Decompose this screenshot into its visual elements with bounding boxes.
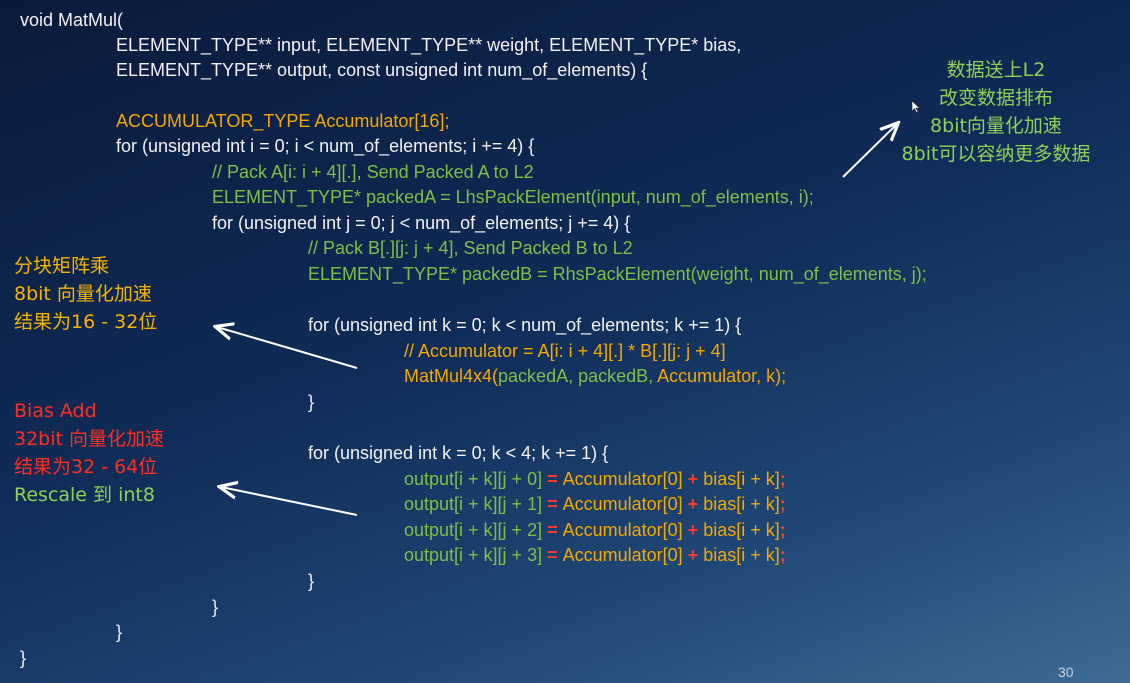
code-line: MatMul4x4(packedA, packedB, Accumulator,… <box>404 364 786 388</box>
arrow-to-bias-note <box>221 487 358 516</box>
annotation-line: 32bit 向量化加速 <box>14 428 165 450</box>
page-number: 30 <box>1058 664 1074 680</box>
code-line: for (unsigned int i = 0; i < num_of_elem… <box>116 134 534 158</box>
code-token: ; <box>779 494 786 514</box>
arrow-to-top-right-note <box>842 124 897 178</box>
code-token: output[i + k][j + 0] <box>404 469 548 489</box>
code-token: = <box>547 520 563 540</box>
code-token: for (unsigned int i = 0; i < num_of_elem… <box>116 136 535 156</box>
code-token: // Pack B[.][j: j + 4], Send Packed B to… <box>308 238 633 258</box>
code-token: } <box>20 648 27 668</box>
code-token: ELEMENT_TYPE* packedB = RhsPackElement(w… <box>308 264 927 284</box>
code-token: for (unsigned int k = 0; k < 4; k += 1) … <box>308 443 609 463</box>
annotation-line: 8bit向量化加速 <box>930 115 1062 137</box>
arrow-to-matmul-note <box>217 327 358 369</box>
code-token: for (unsigned int j = 0; j < num_of_elem… <box>212 213 631 233</box>
annotation-l2-packing: 数据送上L2 改变数据排布 8bit向量化加速 8bit可以容纳更多数据 <box>878 56 1114 168</box>
code-token: Accumulator[0] <box>562 520 688 540</box>
code-token: } <box>212 597 219 617</box>
code-line: // Pack A[i: i + 4][.], Send Packed A to… <box>212 160 534 184</box>
code-token: bias[i + k] <box>703 469 780 489</box>
code-token: + <box>687 520 704 540</box>
code-line: ELEMENT_TYPE* packedA = LhsPackElement(i… <box>212 185 814 209</box>
annotation-line: 数据送上L2 <box>946 59 1046 81</box>
code-token: Accumulator[0] <box>562 494 688 514</box>
code-token: Accumulator, k); <box>657 366 787 386</box>
code-token: output[i + k][j + 2] <box>404 520 548 540</box>
code-line: } <box>308 569 314 593</box>
code-token: = <box>547 545 563 565</box>
code-token: ; <box>779 545 786 565</box>
annotation-line: 8bit可以容纳更多数据 <box>901 143 1091 165</box>
annotation-line: 结果为16 - 32位 <box>14 311 158 333</box>
code-line: output[i + k][j + 0] = Accumulator[0] + … <box>404 467 786 491</box>
code-line: void MatMul( <box>20 8 123 32</box>
code-token: ; <box>779 469 786 489</box>
code-token: for (unsigned int k = 0; k < num_of_elem… <box>308 315 742 335</box>
annotation-line: Bias Add <box>14 400 97 422</box>
code-line: // Accumulator = A[i: i + 4][.] * B[.][j… <box>404 339 726 363</box>
code-line: output[i + k][j + 2] = Accumulator[0] + … <box>404 518 786 542</box>
annotation-line: 分块矩阵乘 <box>14 255 110 277</box>
code-token: ACCUMULATOR_TYPE Accumulator[16]; <box>116 111 450 131</box>
code-token: Accumulator[0] <box>562 545 688 565</box>
code-line: } <box>20 646 26 670</box>
code-token: } <box>308 571 315 591</box>
code-token: + <box>687 494 704 514</box>
code-token: bias[i + k] <box>703 520 780 540</box>
code-token: + <box>687 545 704 565</box>
code-token: void MatMul( <box>20 10 124 30</box>
code-line: ELEMENT_TYPE* packedB = RhsPackElement(w… <box>308 262 927 286</box>
code-token: = <box>547 494 563 514</box>
code-token: MatMul4x4( <box>404 366 499 386</box>
code-line: for (unsigned int j = 0; j < num_of_elem… <box>212 211 630 235</box>
code-token: } <box>116 622 123 642</box>
code-line: } <box>116 620 122 644</box>
code-line: } <box>212 595 218 619</box>
code-token: bias[i + k] <box>703 494 780 514</box>
code-line: output[i + k][j + 1] = Accumulator[0] + … <box>404 492 786 516</box>
code-line: for (unsigned int k = 0; k < 4; k += 1) … <box>308 441 608 465</box>
code-token: bias[i + k] <box>703 545 780 565</box>
code-token: ; <box>779 520 786 540</box>
code-token: packedA, packedB, <box>498 366 658 386</box>
annotation-line: 结果为32 - 64位 <box>14 456 158 478</box>
annotation-line: 8bit 向量化加速 <box>14 283 152 305</box>
code-line: ELEMENT_TYPE** input, ELEMENT_TYPE** wei… <box>116 33 741 57</box>
code-line: output[i + k][j + 3] = Accumulator[0] + … <box>404 543 786 567</box>
mouse-cursor-icon <box>912 101 920 113</box>
code-token: ELEMENT_TYPE** input, ELEMENT_TYPE** wei… <box>116 35 742 55</box>
code-token: // Accumulator = A[i: i + 4][.] * B[.][j… <box>404 341 726 361</box>
code-line: ELEMENT_TYPE** output, const unsigned in… <box>116 58 647 82</box>
annotation-line: Rescale 到 int8 <box>14 484 155 506</box>
code-token: ELEMENT_TYPE* packedA = LhsPackElement(i… <box>212 187 814 207</box>
code-line: } <box>308 390 314 414</box>
annotation-block-matmul: 分块矩阵乘 8bit 向量化加速 结果为16 - 32位 <box>14 252 157 336</box>
code-token: output[i + k][j + 1] <box>404 494 548 514</box>
code-line: // Pack B[.][j: j + 4], Send Packed B to… <box>308 236 633 260</box>
code-token: // Pack A[i: i + 4][.], Send Packed A to… <box>212 162 534 182</box>
code-token: + <box>687 469 704 489</box>
code-token: ELEMENT_TYPE** output, const unsigned in… <box>116 60 648 80</box>
annotation-bias-add: Bias Add 32bit 向量化加速 结果为32 - 64位 Rescale… <box>14 397 164 509</box>
code-token: } <box>308 392 315 412</box>
code-token: = <box>547 469 563 489</box>
code-line: ACCUMULATOR_TYPE Accumulator[16]; <box>116 109 449 133</box>
code-token: output[i + k][j + 3] <box>404 545 548 565</box>
code-token: Accumulator[0] <box>562 469 688 489</box>
code-line: for (unsigned int k = 0; k < num_of_elem… <box>308 313 741 337</box>
annotation-line: 改变数据排布 <box>938 87 1053 109</box>
